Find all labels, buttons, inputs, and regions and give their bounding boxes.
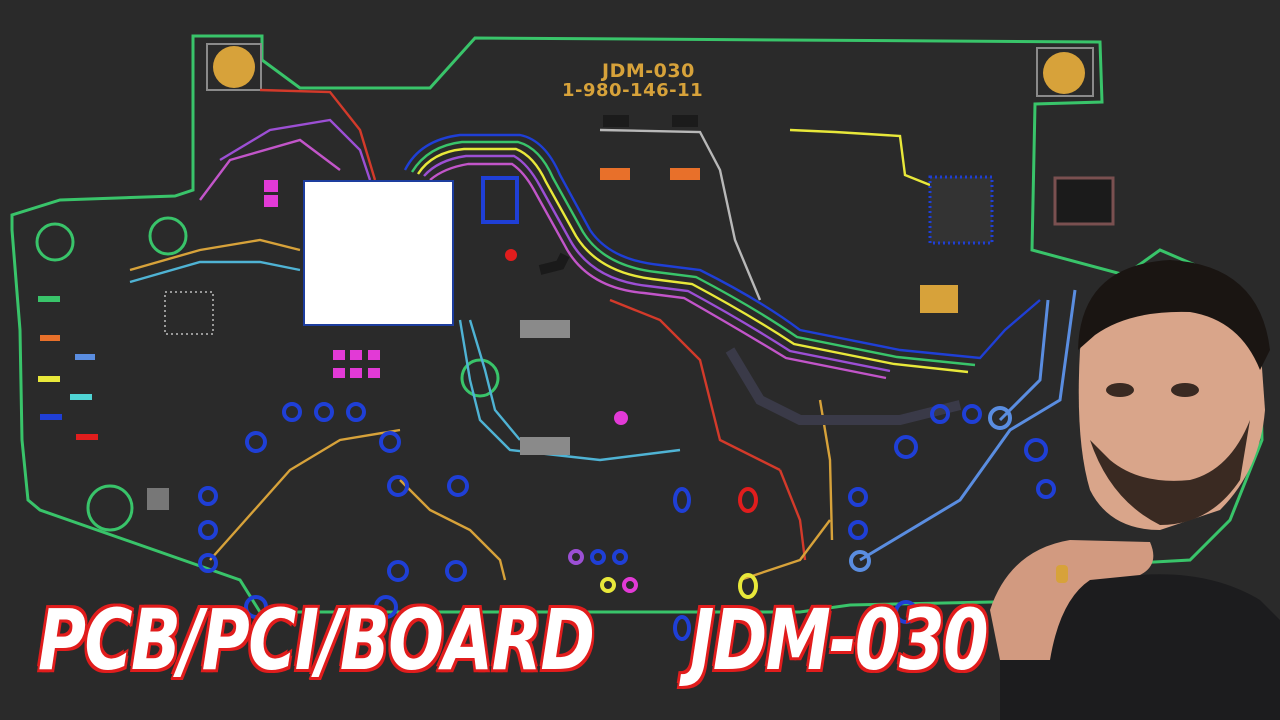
- headline-right: JDM-030: [688, 591, 990, 689]
- trace-bus: [129, 88, 1077, 582]
- mounting-hole: [460, 358, 500, 398]
- mounting-hole: [35, 222, 75, 262]
- mounting-hole: [86, 484, 134, 532]
- mounting-hole: [148, 216, 188, 256]
- board-outline: [10, 34, 1264, 614]
- gold-pad: [1043, 52, 1085, 94]
- chip-highlight-window: [303, 180, 454, 326]
- crystal: [920, 285, 958, 313]
- presenter-photo: [990, 260, 1280, 720]
- via-group: [198, 402, 1056, 641]
- board-model-label: JDM-030: [602, 60, 695, 82]
- gold-pad: [213, 46, 255, 88]
- board-part-number: 1-980-146-11: [562, 80, 704, 101]
- headline-left: PCB/PCI/BOARD: [36, 591, 596, 689]
- qfn-chip: [928, 175, 994, 245]
